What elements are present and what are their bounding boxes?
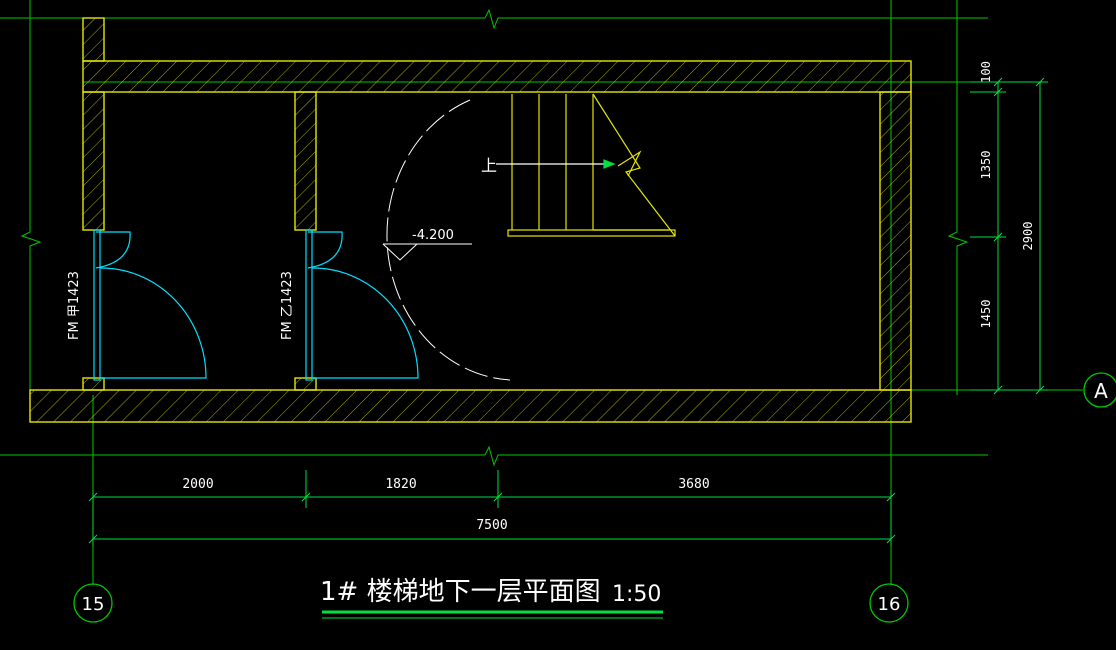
walls — [29, 17, 912, 423]
stair-swing-arc — [386, 99, 511, 381]
dim-bottom-2: 1820 — [385, 477, 416, 492]
bottom-dimensions — [88, 470, 896, 546]
drawing-title-block: 1# 楼梯地下一层平面图 1:50 — [320, 577, 663, 619]
axis-bubble-a: A — [1083, 372, 1116, 408]
top-break-line — [0, 8, 988, 30]
drawing-title: 1# 楼梯地下一层平面图 — [320, 577, 601, 607]
right-dimensions — [970, 77, 1048, 395]
door-left-label: FM 甲1423 — [67, 271, 82, 340]
axis-bubble-16: 16 — [869, 583, 909, 623]
right-wall — [879, 91, 912, 391]
door-left — [93, 229, 207, 381]
left-break-line — [20, 0, 42, 395]
bottom-break-line — [0, 445, 988, 467]
right-break-line — [947, 0, 969, 395]
dim-right-1: 100 — [979, 61, 993, 83]
dim-bottom-1: 2000 — [182, 477, 213, 492]
dim-right-2: 1350 — [979, 151, 993, 180]
axis-bubble-15: 15 — [73, 583, 113, 623]
elevation-label: -4.200 — [412, 228, 454, 243]
dim-bottom-3: 3680 — [678, 477, 709, 492]
stair — [496, 93, 676, 237]
door-middle-label: FM 乙1423 — [280, 271, 295, 340]
dim-bottom-total: 7500 — [476, 518, 507, 533]
left-wall-upper — [82, 17, 105, 62]
stair-up-label: 上 — [481, 156, 497, 175]
dim-right-3: 1450 — [979, 300, 993, 329]
elevation-mark — [382, 243, 472, 261]
axis-16-label: 16 — [878, 594, 901, 615]
axis-15-label: 15 — [82, 594, 105, 615]
axis-a-label: A — [1094, 379, 1108, 403]
left-wall — [82, 91, 105, 231]
drawing-scale: 1:50 — [612, 582, 661, 607]
middle-partition — [294, 91, 317, 231]
bottom-wall — [29, 389, 912, 423]
door-middle — [305, 229, 419, 381]
dim-right-total: 2900 — [1021, 222, 1035, 251]
top-wall — [82, 60, 912, 93]
